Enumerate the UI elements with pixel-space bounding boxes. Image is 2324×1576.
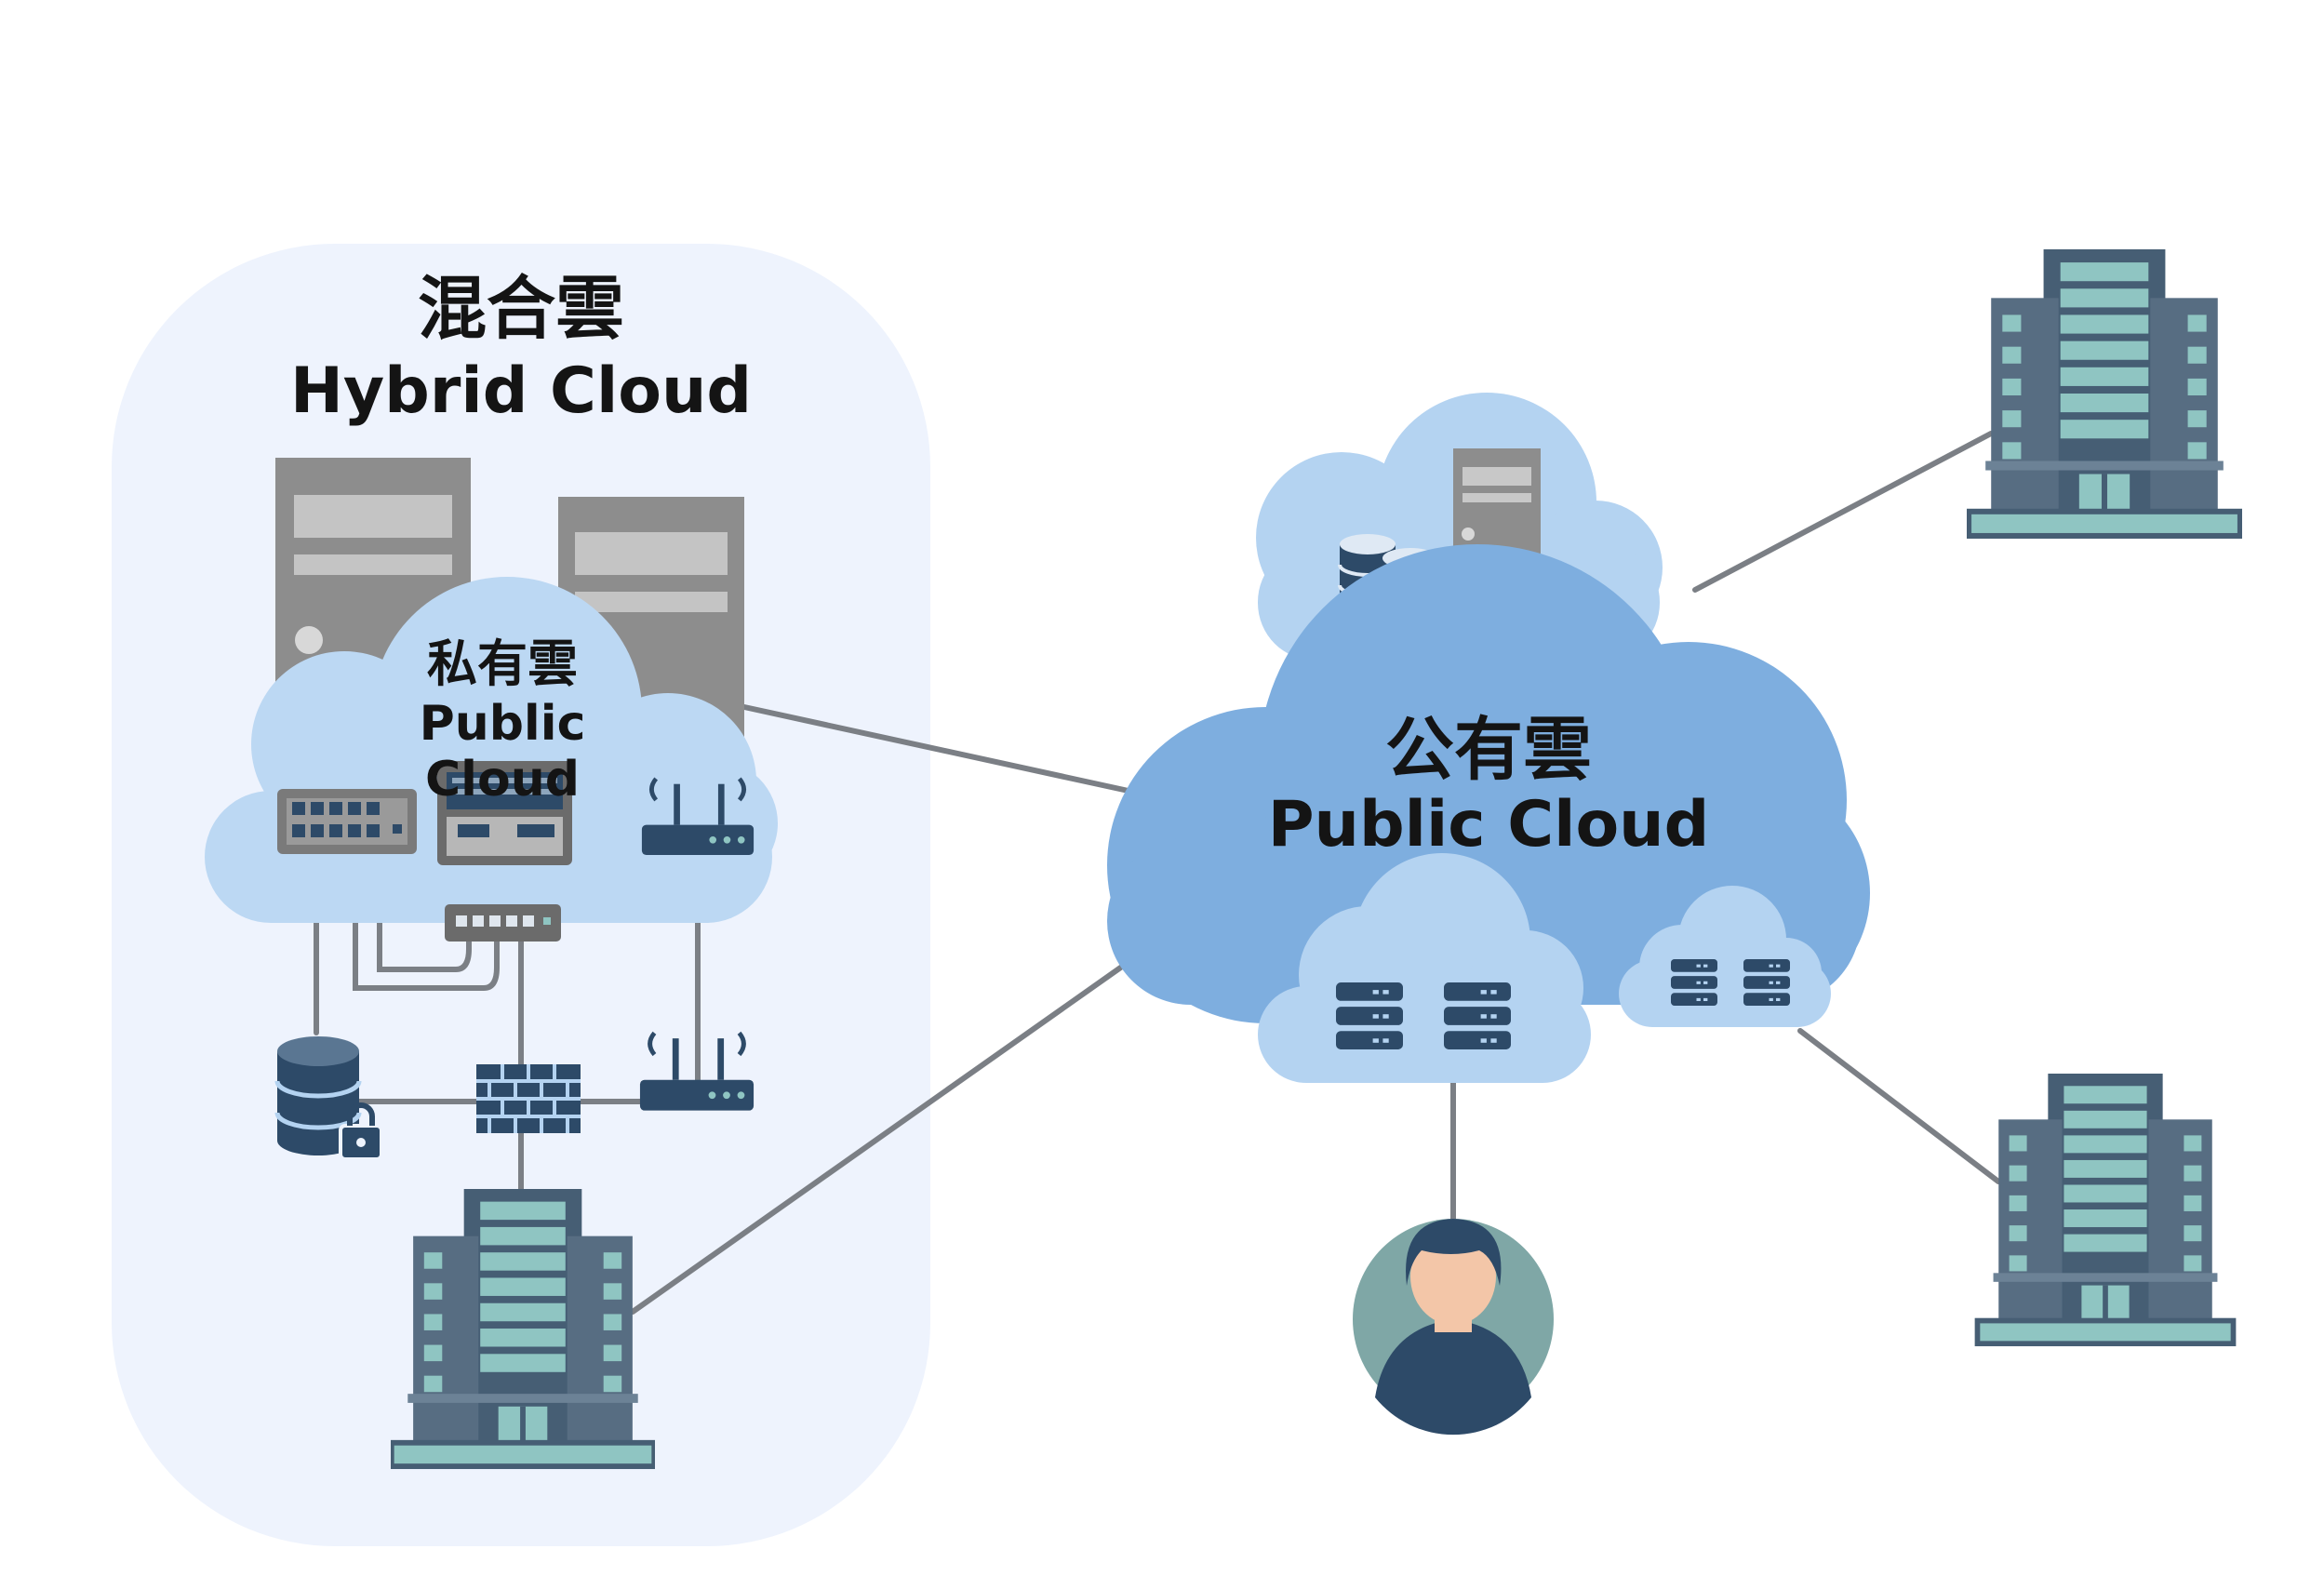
public-cloud-title-en: Public Cloud — [1267, 788, 1710, 861]
hybrid-cloud-title-zh: 混合雲 — [418, 269, 624, 349]
hybrid-cloud-title-en: Hybrid Cloud — [289, 354, 753, 428]
private-cloud-title-zh: 私有雲 — [427, 634, 578, 693]
office-building-icon — [1969, 249, 2240, 536]
rack-server-icon — [1444, 982, 1511, 1049]
rack-server-icon — [1671, 959, 1717, 1006]
office-building-icon — [1977, 1074, 2233, 1343]
network-switch-icon — [445, 904, 561, 942]
public-cloud-title-zh: 公有雲 — [1385, 710, 1592, 790]
user-avatar-icon — [1353, 1219, 1554, 1436]
private-cloud-title-en: Public Cloud — [419, 696, 586, 808]
storage-appliance-icon — [437, 761, 572, 865]
network-links — [314, 431, 2001, 1315]
database-lock-icon — [274, 1036, 383, 1161]
rack-server-icon — [1336, 982, 1403, 1049]
network-switch-icon — [277, 789, 417, 854]
rack-server-icon — [1743, 959, 1790, 1006]
firewall-icon — [476, 1064, 581, 1133]
